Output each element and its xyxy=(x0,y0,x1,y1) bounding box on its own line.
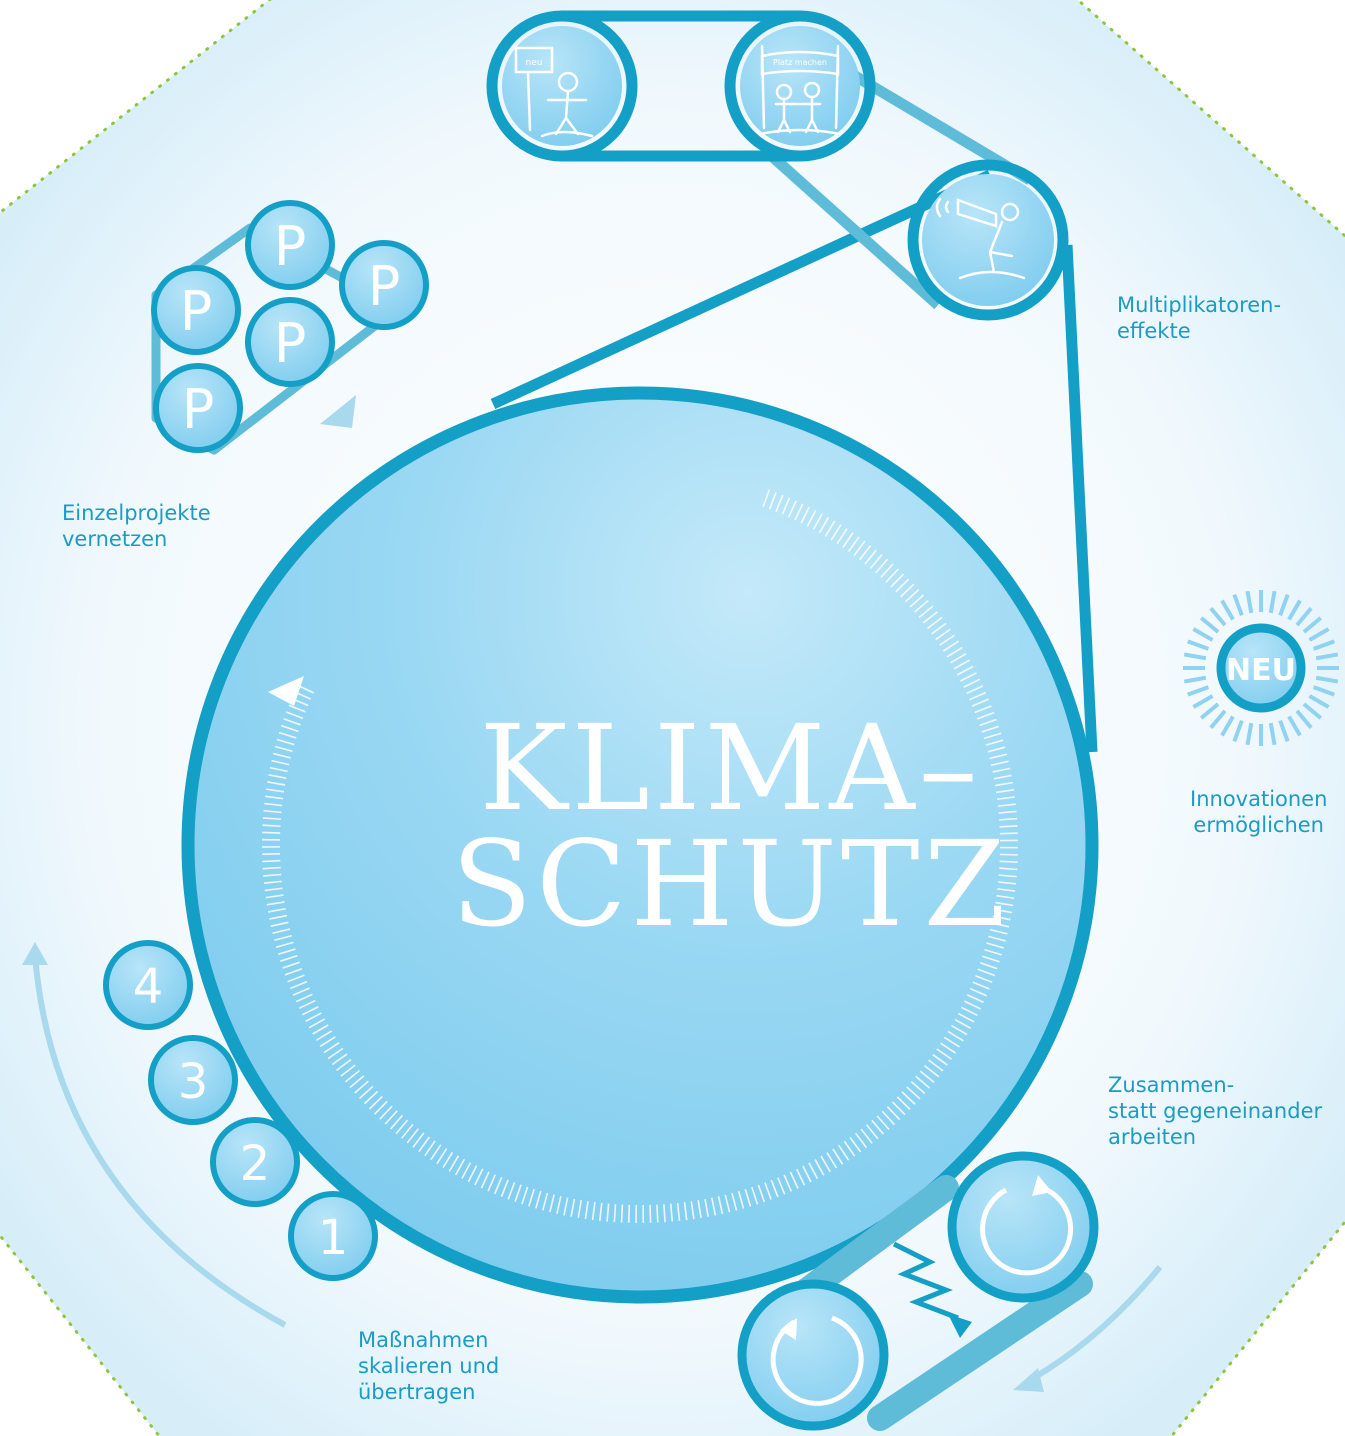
new-badge-text: NEU xyxy=(1226,653,1296,688)
label-zusammen: Zusammen- statt gegeneinander arbeiten xyxy=(1108,1072,1322,1150)
project-badge-letter: P xyxy=(182,378,215,441)
project-badge: P xyxy=(248,203,332,287)
title-line-2: SCHUTZ xyxy=(58,824,1345,944)
step-badge-number: 3 xyxy=(178,1054,209,1110)
project-badge: P xyxy=(248,300,332,384)
label-multiplikatoren: Multiplikatoren- effekte xyxy=(1117,292,1281,344)
step-badge: 1 xyxy=(291,1194,375,1278)
project-badge: P xyxy=(156,366,240,450)
label-massnahmen: Maßnahmen skalieren und übertragen xyxy=(358,1327,499,1405)
project-badge-letter: P xyxy=(368,255,401,318)
pulley-sign-person: neu xyxy=(492,16,632,156)
banner-text: Platz machen xyxy=(773,58,827,67)
step-badge-number: 2 xyxy=(240,1136,271,1192)
label-innovationen: Innovationen ermöglichen xyxy=(1190,786,1327,838)
label-einzelprojekte: Einzelprojekte vernetzen xyxy=(62,500,211,552)
step-badge-number: 1 xyxy=(318,1210,349,1266)
title-line-1: KLIMA– xyxy=(58,708,1345,828)
project-badge-letter: P xyxy=(274,215,307,278)
pulley-megaphone xyxy=(913,165,1063,315)
step-badge: 4 xyxy=(106,943,190,1027)
project-badge-letter: P xyxy=(274,312,307,375)
step-badge-number: 4 xyxy=(133,959,164,1015)
project-badge-letter: P xyxy=(180,280,213,343)
step-badge: 2 xyxy=(213,1120,297,1204)
project-badge: P xyxy=(154,268,238,352)
step-badge: 3 xyxy=(151,1038,235,1122)
pulley-banner-people: Platz machen xyxy=(730,16,870,156)
project-badge: P xyxy=(342,243,426,327)
sign-text: neu xyxy=(526,58,543,68)
